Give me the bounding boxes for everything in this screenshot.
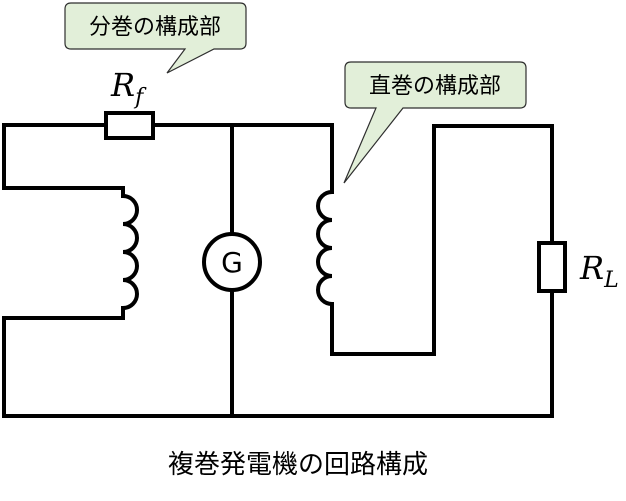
shunt-field-circuit [2,111,334,418]
field-resistor-symbol: R [110,66,135,104]
field-resistor-rf [104,111,155,140]
callout-series: 直巻の構成部 [343,61,527,184]
load-resistor-rl [537,241,567,293]
callout-shunt: 分巻の構成部 [64,2,247,74]
generator-label: G [221,246,243,279]
load-resistor-subscript: L [603,268,619,293]
load-resistor-label: RL [579,249,619,293]
field-resistor-label: Rf [110,66,147,110]
shunt-field-coil [122,194,139,310]
load-lower-wire [230,289,554,418]
callout-shunt-bubble [64,2,247,74]
series-field-circuit [230,123,567,418]
callout-series-bubble [343,61,527,184]
callout-series-text: 直巻の構成部 [369,74,501,99]
generator-symbol [202,232,262,292]
diagram-caption: 複巻発電機の回路構成 [168,450,428,480]
callout-shunt-text: 分巻の構成部 [89,15,221,40]
field-resistor-subscript: f [133,85,147,110]
generator-branch: G [202,123,262,418]
shunt-left-lower-wire [2,306,234,418]
series-field-coil [316,190,333,306]
series-return-wire [330,124,554,356]
shunt-left-upper-wire [2,123,125,198]
load-resistor-symbol: R [579,249,604,287]
